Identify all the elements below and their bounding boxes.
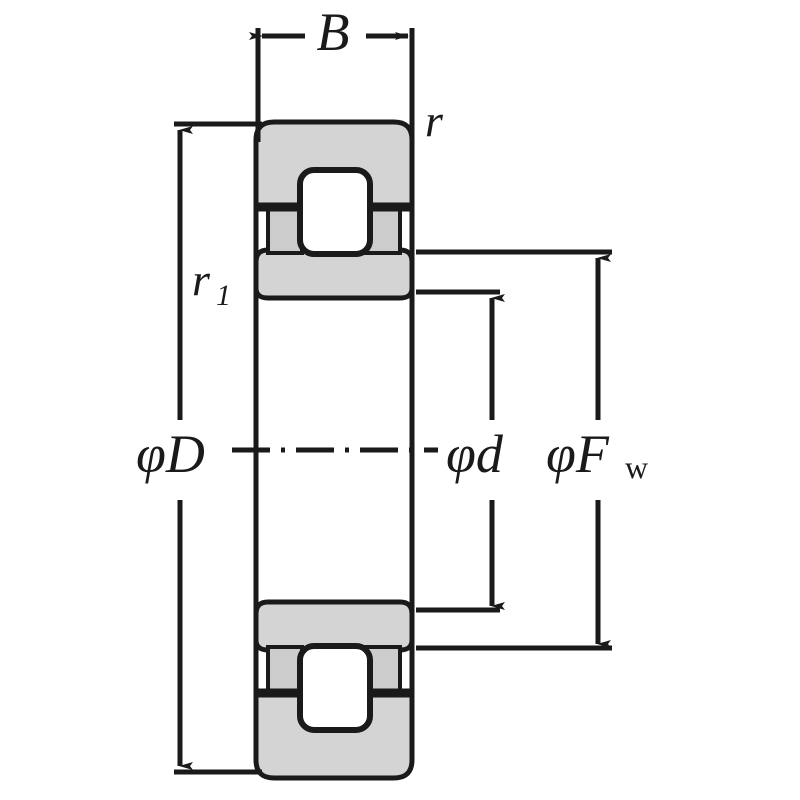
roller-assembly-upper [256, 167, 412, 257]
axis-centerline [232, 432, 438, 468]
dimension-b: B [249, 2, 415, 142]
cage-rib-upper-left [266, 207, 304, 255]
dimension-phi-d: φd [416, 289, 505, 613]
dimension-r1: r 1 [192, 254, 231, 312]
label-r: r [425, 95, 444, 146]
label-b: B [317, 2, 350, 62]
label-phi-D: φD [136, 424, 205, 484]
cage-rib-lower-left [266, 645, 304, 693]
roller-lower [297, 643, 373, 733]
inner-ring-upper [253, 247, 415, 301]
dimension-phi-D: φD [136, 121, 262, 775]
label-r1-subscript: 1 [216, 279, 231, 312]
label-r1-base: r [192, 254, 211, 305]
label-phi-Fw-base: φF [546, 424, 610, 484]
inner-ring-lower [253, 599, 415, 653]
roller-assembly-lower [256, 643, 412, 733]
label-phi-d: φd [446, 424, 504, 484]
dimension-phi-Fw: φF w [416, 249, 648, 651]
roller-upper [297, 167, 373, 257]
dimension-r: r [425, 95, 444, 146]
label-phi-Fw-subscript: w [625, 449, 648, 485]
